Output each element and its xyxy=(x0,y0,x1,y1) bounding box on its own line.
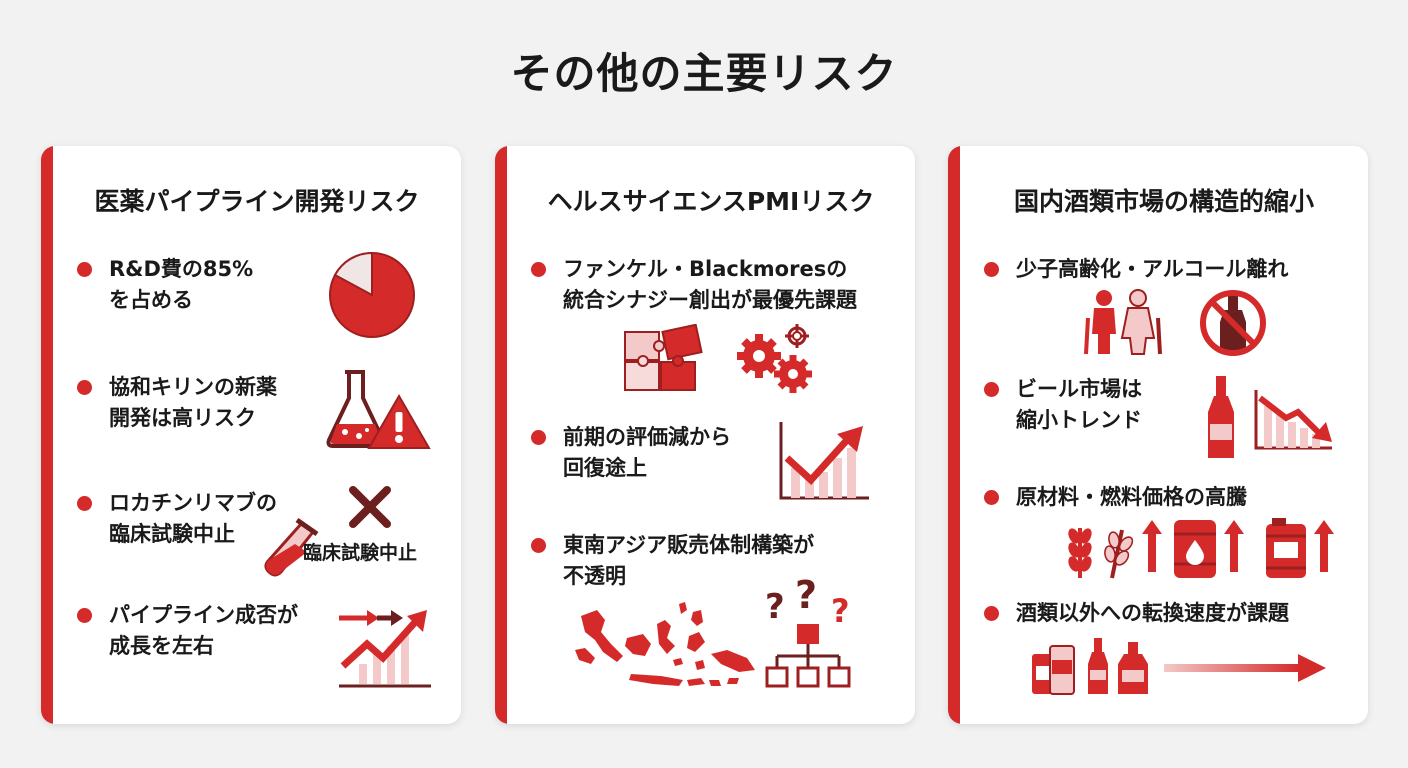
arrow-up-icon xyxy=(1314,520,1334,572)
item-text-line: 統合シナジー創出が最優先課題 xyxy=(563,288,857,312)
elderly-couple-icon xyxy=(1084,289,1162,355)
svg-text:?: ? xyxy=(795,576,817,617)
item-text-line: 少子高齢化・アルコール離れ xyxy=(1016,257,1289,281)
cross-icon xyxy=(349,486,391,528)
item-text-line: 東南アジア販売体制構築が xyxy=(563,533,815,557)
trial-stop-caption: 臨床試験中止 xyxy=(303,542,418,564)
bullet-icon xyxy=(77,496,92,511)
arrow-up-icon xyxy=(1142,520,1162,572)
item-text-line: 回復途上 xyxy=(563,456,647,480)
bullet-icon xyxy=(984,262,999,277)
svg-text:?: ? xyxy=(765,587,785,627)
card-title: ヘルスサイエンスPMIリスク xyxy=(547,187,875,216)
item-text-line: を占める xyxy=(109,288,193,312)
beer-bottle-icon xyxy=(1208,376,1234,458)
bullet-icon xyxy=(984,490,999,505)
item-text-line: ロカチンリマブの xyxy=(109,491,277,515)
puzzle-icon xyxy=(624,324,703,391)
arrow-up-icon xyxy=(1224,520,1244,572)
no-alcohol-icon xyxy=(1200,290,1266,356)
item-text-line: ファンケル・Blackmoresの xyxy=(563,257,848,281)
beverage-products-icon xyxy=(1032,638,1148,695)
bullet-icon xyxy=(531,262,546,277)
item-text-line: ビール市場は xyxy=(1016,377,1142,401)
bullet-icon xyxy=(77,262,92,277)
recovery-chart-icon xyxy=(779,422,869,500)
fuel-can-icon xyxy=(1266,518,1306,578)
item-text-line: 不透明 xyxy=(563,564,626,588)
org-question-icon: ? ? ? xyxy=(765,576,851,688)
gears-icon xyxy=(737,324,812,393)
bullet-icon xyxy=(984,606,999,621)
item-text-line: 縮小トレンド xyxy=(1016,408,1142,432)
test-tube-cross-icon xyxy=(264,517,319,577)
item-text-line: 協和キリンの新薬 xyxy=(109,375,277,399)
growth-arrow-chart-icon xyxy=(339,610,431,688)
southeast-asia-map-icon xyxy=(575,602,755,686)
decline-chart-icon xyxy=(1254,390,1332,450)
bullet-icon xyxy=(77,608,92,623)
risk-card-pharma: 医薬パイプライン開発リスク R&D費の85% を占める 協和キリンの新薬 開発は… xyxy=(41,146,461,724)
long-arrow-right-icon xyxy=(1164,654,1326,682)
item-text-line: 開発は高リスク xyxy=(109,406,256,430)
item-text-line: 成長を左右 xyxy=(109,634,214,658)
wheat-icon xyxy=(1068,528,1134,579)
bullet-icon xyxy=(984,382,999,397)
bullet-icon xyxy=(531,538,546,553)
item-text-line: 前期の評価減から xyxy=(563,425,731,449)
oil-barrel-icon xyxy=(1174,520,1216,578)
item-text-line: R&D費の85% xyxy=(109,257,254,281)
pie-chart-icon xyxy=(329,251,415,338)
page-title: その他の主要リスク xyxy=(510,49,898,98)
card-title: 国内酒類市場の構造的縮小 xyxy=(1013,187,1314,216)
item-text-line: 原材料・燃料価格の高騰 xyxy=(1016,485,1247,509)
item-text-line: 臨床試験中止 xyxy=(109,522,235,546)
item-text-line: 酒類以外への転換速度が課題 xyxy=(1016,601,1289,625)
flask-warning-icon xyxy=(326,370,431,449)
bullet-icon xyxy=(531,430,546,445)
card-title: 医薬パイプライン開発リスク xyxy=(94,187,420,216)
bullet-icon xyxy=(77,380,92,395)
risk-card-alcohol-market: 国内酒類市場の構造的縮小 少子高齢化・アルコール離れ ビール市場は 縮小トレンド xyxy=(948,146,1368,724)
item-text-line: パイプライン成否が xyxy=(109,603,298,627)
risk-card-health-science: ヘルスサイエンスPMIリスク ファンケル・Blackmoresの 統合シナジー創… xyxy=(495,146,915,724)
svg-text:?: ? xyxy=(831,592,850,630)
